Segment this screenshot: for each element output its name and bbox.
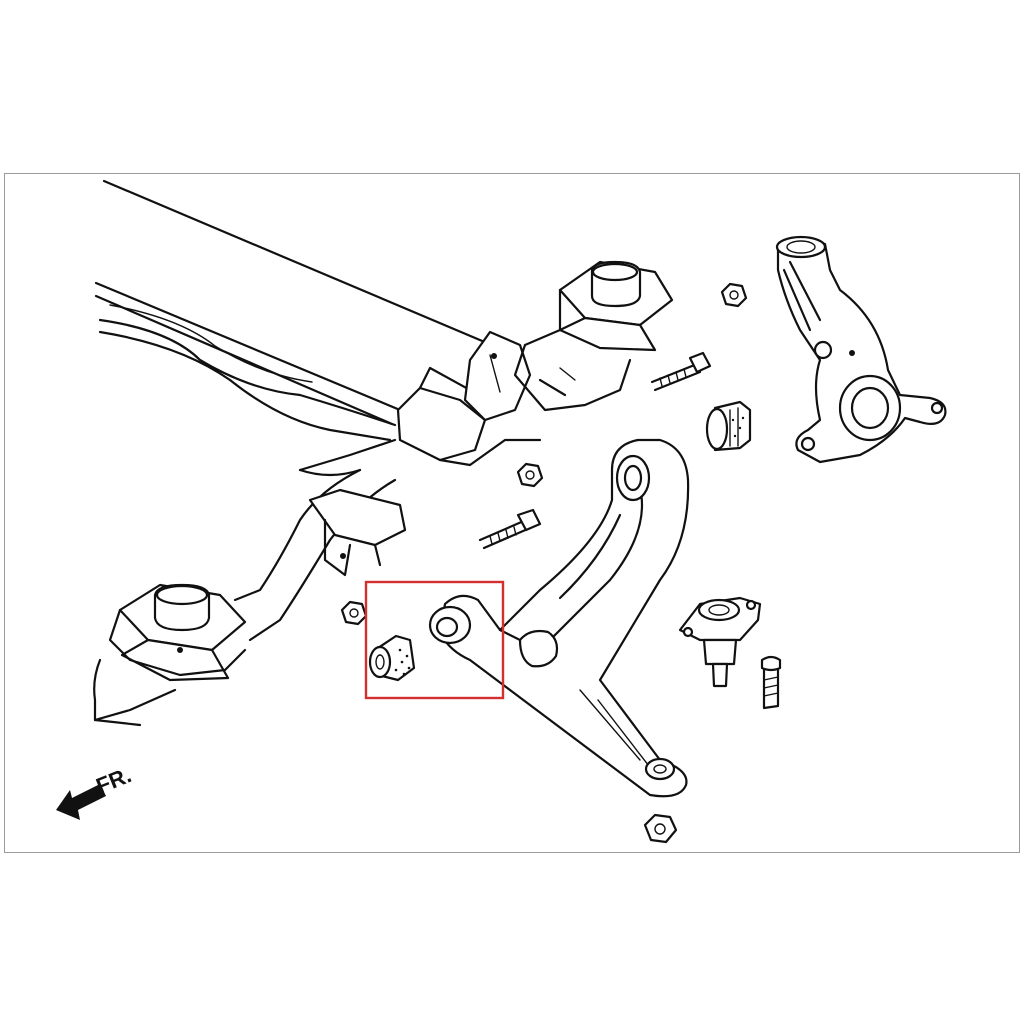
subframe-rail — [94, 179, 522, 477]
bolt-upper — [650, 351, 712, 392]
front-bushing-highlight — [364, 580, 505, 700]
front-direction-arrow-icon — [56, 784, 106, 820]
ball-joint — [678, 596, 762, 688]
steering-knuckle — [775, 235, 947, 464]
bolt-mid — [478, 508, 542, 550]
fastener-nut-mid — [516, 462, 544, 488]
arm-rear-bushing — [705, 400, 752, 452]
front-direction-indicator: FR. — [56, 762, 135, 820]
front-left-mount — [93, 468, 407, 727]
rear-right-mount — [513, 260, 674, 412]
fastener-nut-left — [340, 600, 368, 626]
center-mount-bracket — [396, 330, 542, 467]
fastener-nut-upper — [720, 282, 748, 308]
diagram-frame — [4, 173, 1020, 853]
lower-control-arm — [428, 438, 690, 798]
stud-bolt — [760, 655, 782, 710]
fastener-nut-bottom — [643, 813, 678, 844]
direction-label: FR. — [93, 762, 135, 798]
